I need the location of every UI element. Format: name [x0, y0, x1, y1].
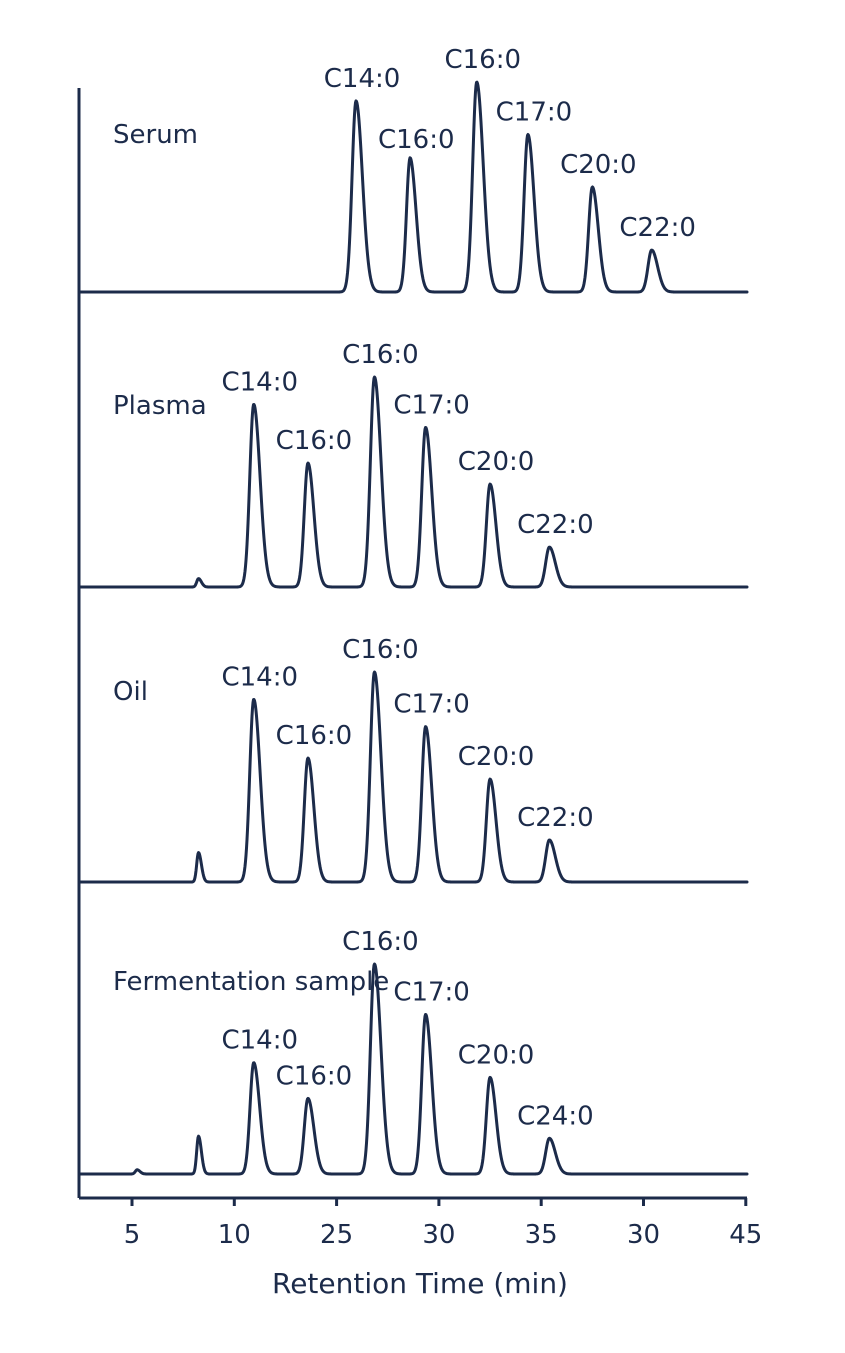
- x-tick-label: 30: [627, 1220, 660, 1250]
- peak-label: C14:0: [221, 662, 298, 692]
- peak-label: C14:0: [324, 64, 401, 94]
- sample-label: Serum: [113, 120, 198, 150]
- panel-3: C14:0C16:0C16:0C17:0C20:0C24:0Fermentati…: [77, 927, 749, 1176]
- x-tick-label: 5: [124, 1220, 141, 1250]
- peak-label: C20:0: [458, 1040, 535, 1070]
- peak-label: C16:0: [342, 340, 419, 370]
- peak-label: C20:0: [458, 447, 535, 477]
- peak-label: C16:0: [342, 927, 419, 957]
- chart-axes: [77, 88, 747, 1200]
- chromatogram-trace: [77, 80, 749, 294]
- peak-label: C16:0: [276, 721, 353, 751]
- peak-label: C22:0: [517, 510, 594, 540]
- peak-label: C22:0: [517, 803, 594, 833]
- sample-label: Plasma: [113, 391, 207, 421]
- sample-label: Fermentation sample: [113, 967, 389, 997]
- peak-label: C16:0: [444, 45, 521, 75]
- chromatogram-panels: C14:0C16:0C16:0C17:0C20:0C22:0SerumC14:0…: [77, 45, 749, 1176]
- peak-label: C20:0: [458, 742, 535, 772]
- x-axis-title: Retention Time (min): [272, 1267, 568, 1300]
- peak-label: C17:0: [393, 690, 470, 720]
- peak-label: C17:0: [393, 390, 470, 420]
- peak-label: C17:0: [496, 98, 573, 128]
- peak-label: C24:0: [517, 1101, 594, 1131]
- peak-label: C14:0: [221, 1026, 298, 1056]
- peak-label: C16:0: [276, 1061, 353, 1091]
- peak-label: C16:0: [378, 125, 455, 155]
- peak-label: C17:0: [393, 977, 470, 1007]
- chromatogram-trace: [77, 962, 749, 1176]
- peak-label: C16:0: [342, 635, 419, 665]
- peak-label: C14:0: [221, 367, 298, 397]
- x-tick-label: 10: [218, 1220, 251, 1250]
- peak-label: C20:0: [560, 150, 637, 180]
- sample-label: Oil: [113, 677, 148, 707]
- x-tick-label: 30: [422, 1220, 455, 1250]
- chromatogram-trace: [77, 375, 749, 589]
- x-axis-ticks: 5 10 25 30 35 30 45: [124, 1198, 762, 1250]
- x-tick-label: 35: [525, 1220, 558, 1250]
- chromatogram-trace: [77, 670, 749, 884]
- x-tick-label: 25: [320, 1220, 353, 1250]
- x-tick-label: 45: [729, 1220, 762, 1250]
- peak-label: C22:0: [619, 213, 696, 243]
- peak-label: C16:0: [276, 426, 353, 456]
